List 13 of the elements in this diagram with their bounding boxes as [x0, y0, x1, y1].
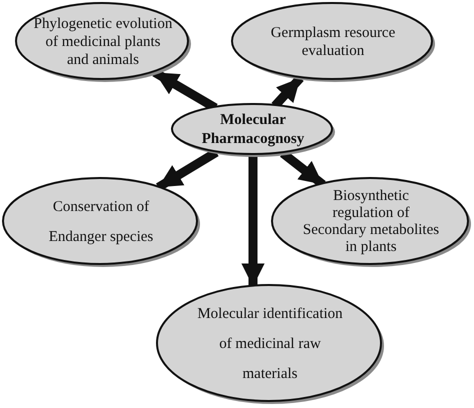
ellipse-node — [170, 102, 336, 158]
ellipse-node — [270, 176, 472, 268]
node-label: Conservation of Endanger species — [48, 198, 154, 247]
node-label: Molecular identification of medicinal raw materials — [196, 305, 344, 384]
node-label: Molecular Pharmacognosy — [200, 110, 306, 149]
ellipse-node — [155, 283, 385, 405]
node-label: Biosynthetic regulation of Secondary metabolites in plants — [302, 188, 440, 256]
ellipse-node — [1, 176, 201, 268]
ellipse-node — [14, 1, 192, 83]
node-label: Phylogenetic evolution of medicinal plants and animals — [33, 15, 173, 69]
ellipse-node — [230, 1, 436, 83]
node-label: Germplasm resource evaluation — [270, 24, 396, 60]
arrow — [241, 155, 265, 287]
